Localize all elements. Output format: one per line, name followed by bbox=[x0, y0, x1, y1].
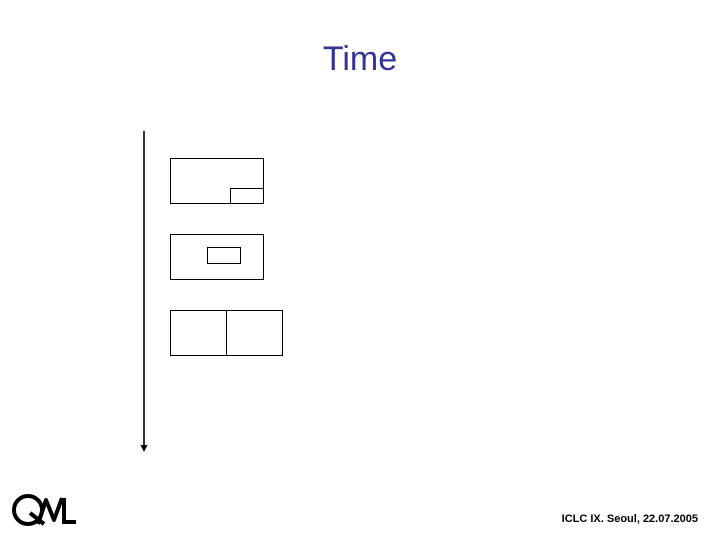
relation-overlap-box bbox=[170, 158, 264, 204]
relation-adjacent-boxes bbox=[170, 310, 283, 356]
time-axis-arrow bbox=[140, 131, 148, 452]
qml-logo bbox=[8, 488, 80, 537]
slide-title: Time bbox=[322, 40, 398, 78]
qml-logo-icon bbox=[12, 494, 76, 526]
footer-text: ICLC IX. Seoul, 22.07.2005 bbox=[561, 513, 698, 525]
relation-containment-box bbox=[170, 234, 264, 280]
